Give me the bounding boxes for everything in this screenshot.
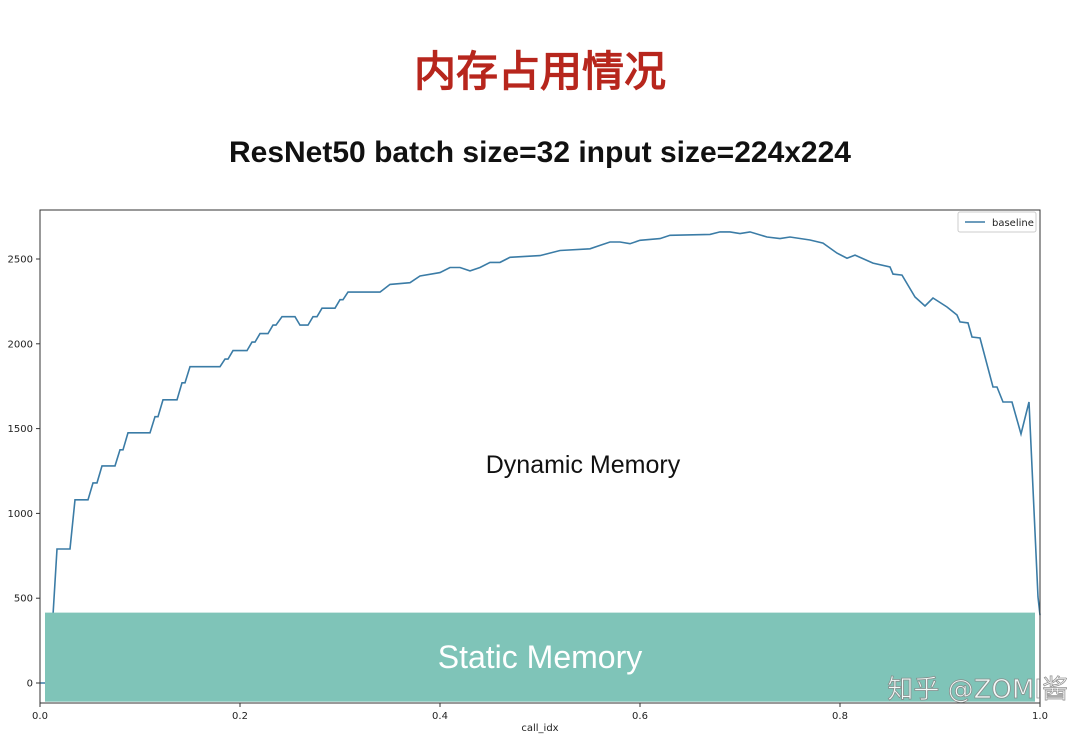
series-line-baseline (40, 231, 1041, 684)
x-tick-label: 0.0 (32, 711, 48, 722)
x-tick-label: 1.0 (1032, 711, 1048, 722)
x-tick-label: 0.2 (232, 711, 248, 722)
y-tick-label: 2500 (8, 255, 33, 266)
legend: baseline (957, 211, 1037, 233)
slide-subtitle: ResNet50 batch size=32 input size=224x22… (228, 136, 851, 169)
plot-frame (39, 209, 1041, 704)
static-memory-block (45, 612, 1035, 702)
watermark: 知乎 @ZOMI酱 (887, 675, 1068, 705)
x-tick-label: 0.8 (832, 711, 848, 722)
dynamic-memory-label: Dynamic Memory (486, 451, 681, 479)
x-tick-label: 0.6 (632, 711, 648, 722)
y-tick-label: 500 (14, 594, 33, 605)
slide-title: 内存占用情况 (413, 47, 666, 96)
y-tick-label: 1500 (8, 424, 33, 435)
y-tick-label: 1000 (8, 509, 33, 520)
y-tick-label: 2000 (8, 339, 33, 350)
x-tick-label: 0.4 (432, 711, 448, 722)
legend-label: baseline (992, 218, 1034, 229)
static-memory-label: Static Memory (438, 639, 642, 675)
y-tick-label: 0 (27, 679, 33, 690)
x-axis-label: call_idx (521, 723, 558, 734)
